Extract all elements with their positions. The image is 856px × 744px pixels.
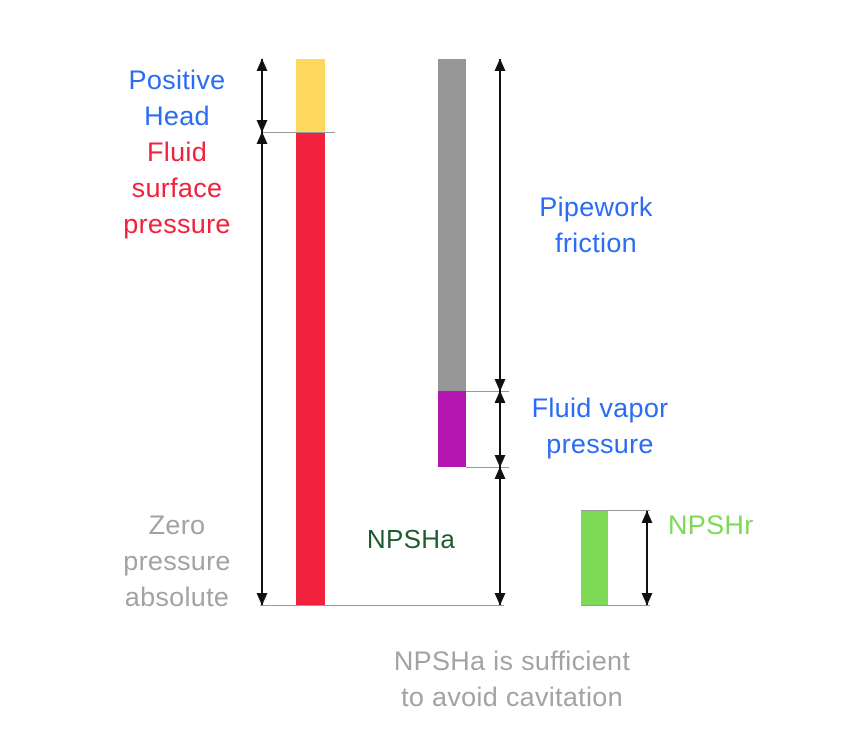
caption-line: NPSHa is sufficient <box>393 646 631 676</box>
positive-head-label-line: Head <box>144 101 210 131</box>
pipework-friction-label-line: friction <box>555 228 637 258</box>
fluid-vapor-pressure-label-line: Fluid vapor <box>531 393 669 423</box>
fluid-surface-pressure-label-line: surface <box>131 173 223 203</box>
fluid-surface-pressure-label: Fluid surface pressure <box>97 134 257 242</box>
zero-pressure-absolute-label-line: Zero <box>148 510 206 540</box>
positive-head-label-line: Positive <box>128 65 226 95</box>
npshr-bar <box>581 511 608 605</box>
zero-pressure-absolute-label: Zero pressure absolute <box>97 507 257 615</box>
positive-head-label: Positive Head <box>97 62 257 134</box>
caption-line: to avoid cavitation <box>401 682 623 712</box>
fluid-vapor-pressure-bar-segment <box>438 391 466 467</box>
caption: NPSHa is sufficient to avoid cavitation <box>362 643 662 715</box>
zero-pressure-absolute-label-line: absolute <box>124 582 230 612</box>
zero-pressure-absolute-label-line: pressure <box>123 546 231 576</box>
pipework-friction-label: Pipework friction <box>516 189 676 261</box>
fluid-vapor-pressure-label-line: pressure <box>546 429 654 459</box>
fluid-surface-pressure-label-line: pressure <box>123 209 231 239</box>
pipework-friction-label-line: Pipework <box>539 192 653 222</box>
npsha-label: NPSHa <box>366 524 456 554</box>
npshr-label: NPSHr <box>668 510 754 540</box>
fluid-vapor-pressure-label: Fluid vapor pressure <box>510 390 690 462</box>
fluid-surface-pressure-bar-segment <box>296 132 325 605</box>
fluid-surface-pressure-label-line: Fluid <box>146 137 208 167</box>
positive-head-bar-segment <box>296 59 325 132</box>
pipework-friction-bar-segment <box>438 59 466 391</box>
